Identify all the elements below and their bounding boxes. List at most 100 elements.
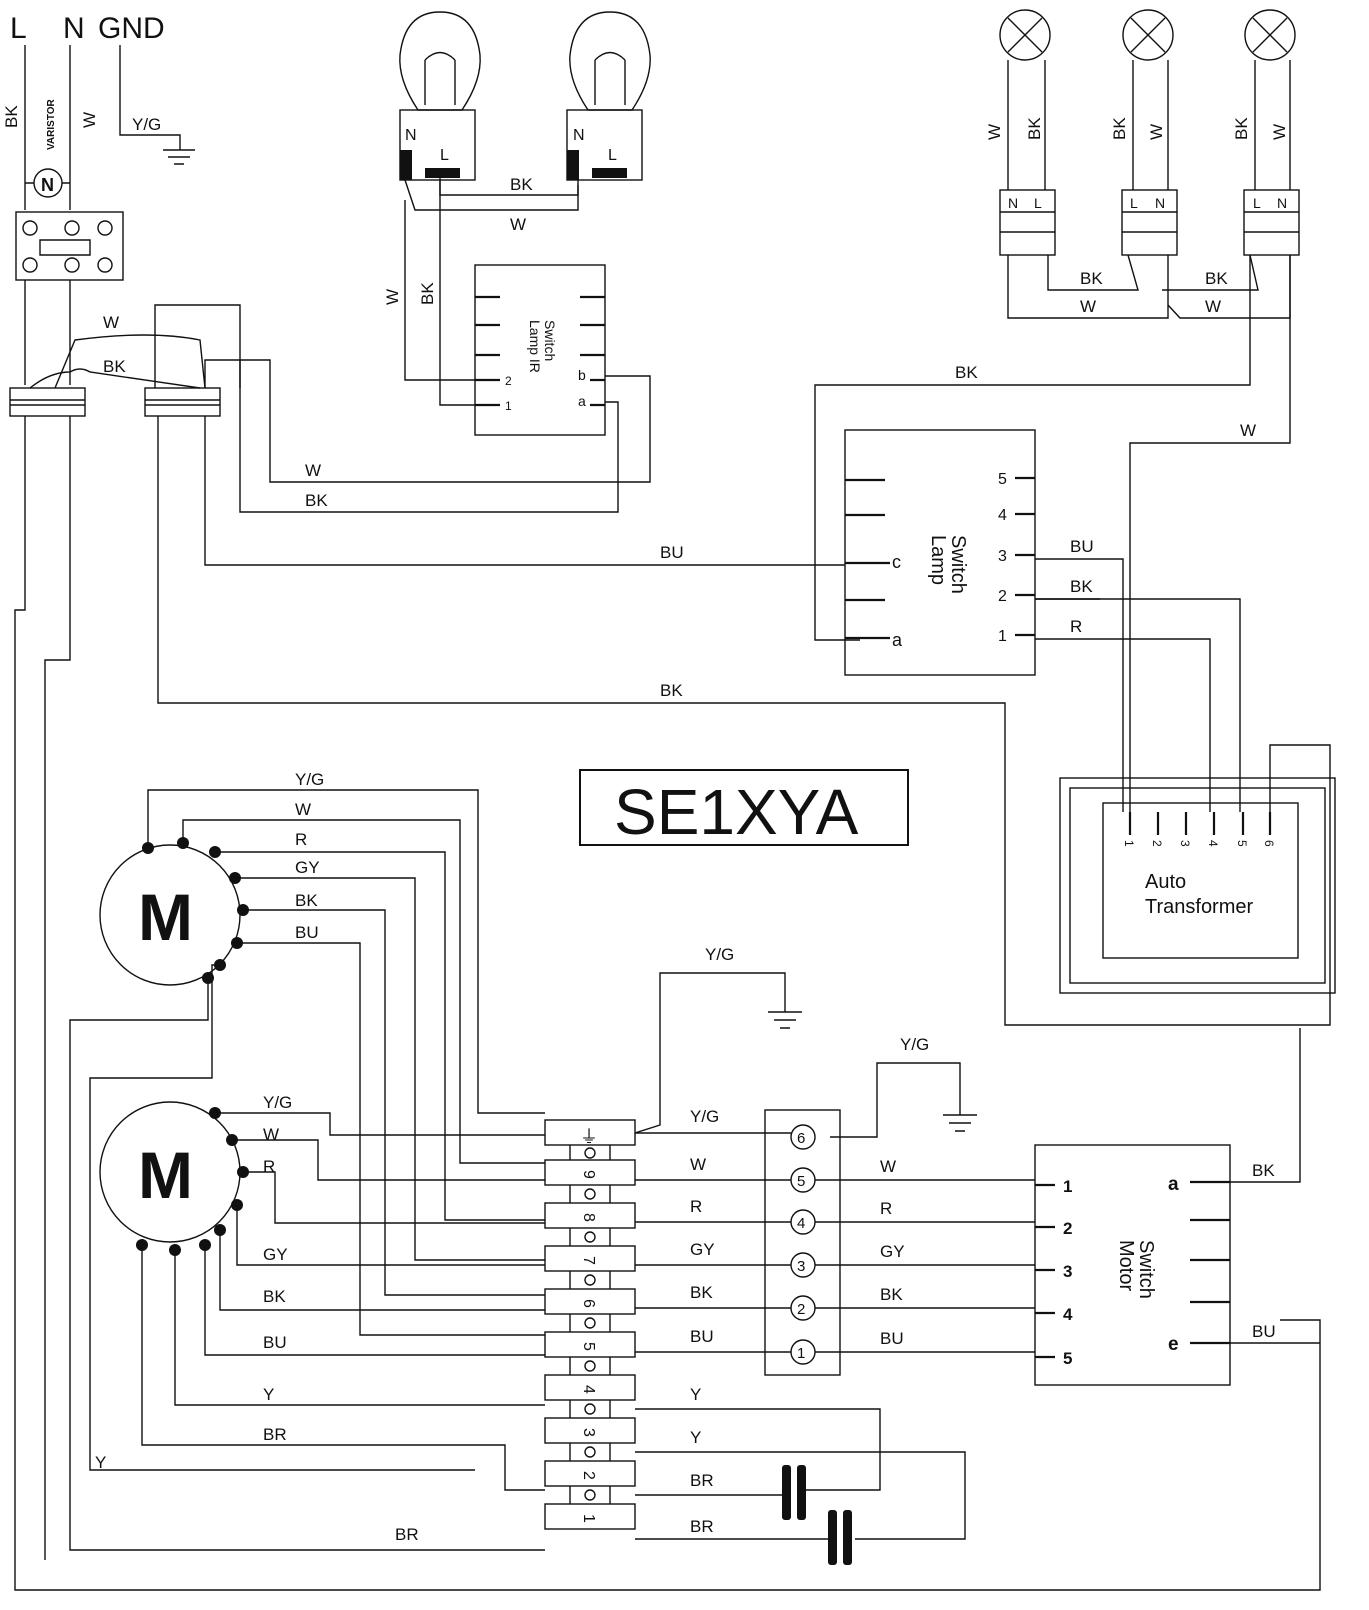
varistor: N VARISTOR: [25, 98, 70, 198]
supply-n-label: N: [63, 12, 85, 45]
indicator-3-l: L: [1253, 195, 1261, 211]
connector-pin-1: 1: [797, 1345, 805, 1362]
wire-label-lamps-w: W: [510, 215, 526, 234]
switch-lamp-ir-pin-2: 2: [505, 374, 512, 388]
indicator-1-l: L: [1034, 195, 1042, 211]
wire-label-c-yg: Y/G: [690, 1107, 719, 1126]
switch-motor: Switch Motor 1 2 3 4 5 a e W R GY BK BU …: [815, 1028, 1320, 1386]
terminal-pin-6: 6: [580, 1299, 597, 1308]
wire-label-sm-a-bk: BK: [1252, 1161, 1275, 1180]
ground-symbols: Y/G Y/G: [634, 945, 977, 1138]
switch-lamp-ir-pin-b: b: [578, 367, 586, 383]
wire-label-bk-long: BK: [660, 681, 683, 700]
wire-label-ind1-w: W: [985, 124, 1004, 140]
varistor-symbol: N: [41, 175, 54, 195]
wire-label-m1-w: W: [295, 800, 311, 819]
terminal-pin-3: 3: [580, 1428, 597, 1437]
wire-label-lamps-bk: BK: [510, 175, 533, 194]
wire-label-m1-yg: Y/G: [295, 770, 324, 789]
wire-label-sm-gy: GY: [880, 1242, 905, 1261]
supply-wires: BK W Y/G: [2, 45, 195, 210]
indicator-2-n: N: [1155, 195, 1165, 211]
switch-lamp-ir-title-2: Lamp IR: [527, 320, 543, 373]
upper-motor-wires: Y/G W R GY BK BU Y BR: [69, 770, 545, 1551]
wire-label-c-r: R: [690, 1197, 702, 1216]
wire-label-m1-bu: BU: [295, 923, 319, 942]
switch-motor-pin-e: e: [1168, 1334, 1179, 1355]
supply-l-label: L: [10, 12, 27, 45]
wire-label-lampir-w: W: [383, 289, 402, 305]
wire-label-ind-w-a: W: [1080, 297, 1096, 316]
transformer-title-2: Transformer: [1145, 896, 1254, 918]
switch-motor-pin-3: 3: [1063, 1262, 1072, 1281]
wire-label-sl-w: W: [1240, 421, 1256, 440]
incandescent-lamps: N L N L BK W W BK: [383, 11, 651, 406]
wire-label-swl-r-out: R: [1070, 617, 1082, 636]
wire-label-cap-br1: BR: [690, 1471, 714, 1490]
terminal-pin-1: 1: [580, 1514, 597, 1523]
mains-connectors: W BK: [9, 304, 1321, 1591]
model-title-text: SE1XYA: [614, 776, 859, 848]
connector-pin-4: 4: [797, 1215, 805, 1232]
lamp-left-n: N: [405, 127, 417, 144]
wire-label-m1-br: BR: [395, 1525, 419, 1544]
switch-motor-pin-a: a: [1168, 1174, 1179, 1195]
transformer-title-1: Auto: [1145, 871, 1186, 893]
switch-lamp-pin-a: a: [892, 630, 903, 650]
wire-label-m2-r: R: [263, 1157, 275, 1176]
motor-lower: M: [99, 1101, 249, 1256]
supply-gnd-label: GND: [98, 12, 165, 45]
wire-label-m2-gy: GY: [263, 1245, 288, 1264]
wire-label-sm-e-bu: BU: [1252, 1322, 1276, 1341]
capacitors: Y Y BR BR: [635, 1385, 966, 1565]
switch-lamp-pin-2: 2: [998, 588, 1007, 605]
wire-label-c-bk: BK: [690, 1283, 713, 1302]
wire-label-lampir-bk: BK: [418, 282, 437, 305]
wire-label-m2-w: W: [263, 1125, 279, 1144]
wire-label-c-w: W: [690, 1155, 706, 1174]
wire-label-n-w: W: [80, 112, 99, 128]
wire-label-c-bu: BU: [690, 1327, 714, 1346]
wire-label-ir-bk: BK: [305, 491, 328, 510]
switch-lamp-pin-4: 4: [998, 507, 1007, 524]
wire-label-sl-bk: BK: [955, 363, 978, 382]
terminal-pin-4: 4: [580, 1385, 597, 1394]
indicator-2-l: L: [1130, 195, 1138, 211]
switch-lamp-ir: Switch Lamp IR 2 1 b a W BK: [204, 264, 651, 513]
indicator-lamp-1: N L W BK: [985, 9, 1056, 256]
wire-label-swl-bu: BU: [660, 543, 684, 562]
motor-lower-symbol: M: [138, 1138, 193, 1212]
transformer-pin-5: 5: [1235, 840, 1249, 847]
wire-label-ind-bk-a: BK: [1080, 269, 1103, 288]
connector-pin-6: 6: [797, 1130, 805, 1147]
wire-label-ind-bk-b: BK: [1205, 269, 1228, 288]
wire-label-m2-yg: Y/G: [263, 1093, 292, 1112]
wire-label-gnd-2: Y/G: [900, 1035, 929, 1054]
terminal-block: ⏚ 9 8 7 6 5 4 3 2 1: [544, 1119, 636, 1530]
switch-motor-title-2: Motor: [1115, 1240, 1137, 1291]
auto-transformer: 1 2 3 4 5 6 Auto Transformer: [1059, 777, 1336, 994]
wire-label-l-bk: BK: [2, 105, 21, 128]
switch-lamp-pin-1: 1: [998, 628, 1007, 645]
switch-lamp-pin-3: 3: [998, 548, 1007, 565]
wire-label-m1-y: Y: [95, 1453, 106, 1472]
switch-lamp-pin-5: 5: [998, 471, 1007, 488]
terminal-ground-symbol: ⏚: [580, 1127, 598, 1147]
wire-label-m1-r: R: [295, 830, 307, 849]
wire-label-w-1: W: [103, 313, 119, 332]
switch-lamp-ir-pin-a: a: [578, 393, 586, 409]
switch-motor-title-1: Switch: [1135, 1240, 1157, 1299]
connector-pin-3: 3: [797, 1258, 805, 1275]
wire-label-ind3-w: W: [1270, 124, 1289, 140]
wire-label-sm-bu: BU: [880, 1329, 904, 1348]
wire-label-m2-y: Y: [263, 1385, 274, 1404]
wire-label-ind3-bk: BK: [1232, 117, 1251, 140]
switch-motor-pin-5: 5: [1063, 1349, 1072, 1368]
transformer-pin-6: 6: [1262, 840, 1276, 847]
terminal-pin-8: 8: [580, 1213, 597, 1222]
switch-lamp: Switch Lamp c a 5 4 3 2 1 BU BU BK R BK: [157, 416, 1331, 1026]
wire-label-m2-br: BR: [263, 1425, 287, 1444]
terminal-pin-2: 2: [580, 1471, 597, 1480]
switch-lamp-ir-title-1: Switch: [542, 320, 558, 361]
wire-label-ind2-w: W: [1147, 124, 1166, 140]
